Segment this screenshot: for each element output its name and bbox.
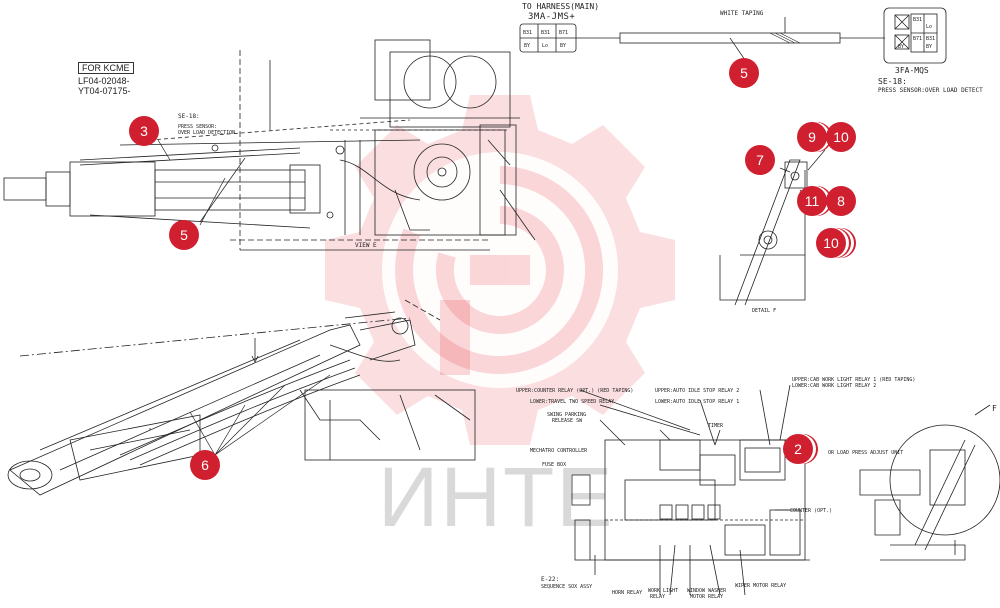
- callout-8: 8: [826, 186, 856, 216]
- lower-auto-idle-1-label: LOWER:AUTO IDLE STOP RELAY 1: [655, 399, 740, 405]
- conn-cell-5: Lo: [542, 43, 549, 49]
- mechatro-controller-label: MECHATRO CONTROLLER: [530, 448, 588, 454]
- side-view: [859, 404, 1000, 561]
- swing-parking-label: SWING PARKING: [547, 412, 587, 418]
- fuse-box-label: FUSE BOX: [542, 462, 567, 468]
- view-e-label: VIEW E: [355, 242, 377, 249]
- upper-cab-work-light-label: UPPER:CAB WORK LIGHT RELAY 1 (RED TAPING…: [792, 377, 916, 383]
- callout-5-harness: 5: [729, 58, 759, 88]
- to-harness-label: TO HARNESS(MAIN): [522, 2, 600, 11]
- boom-view: [7, 299, 476, 496]
- upper-counter-relay-label: UPPER:COUNTER RELAY (OPT.) (RED TAPING): [516, 388, 634, 394]
- conn-cell-1: B31: [523, 30, 533, 36]
- callout-3: 3: [129, 116, 159, 146]
- se18-code-left: SE-18:: [178, 113, 200, 120]
- conn-cell-6: BY: [560, 43, 567, 49]
- wiper-motor-relay-label: WIPER MOTOR RELAY: [735, 583, 787, 589]
- se18-desc-left-1: PRESS SENSOR:: [178, 124, 218, 130]
- callout-11: 11: [797, 186, 827, 216]
- white-taping-label: WHITE TAPING: [720, 10, 764, 17]
- e22-desc-label: SEQUENCE SOX ASSY: [541, 584, 593, 590]
- conn-cell-4: BY: [524, 43, 531, 49]
- boom-cylinder-view: [3, 39, 536, 251]
- serial-2: YT04-07175-: [78, 86, 131, 96]
- se18-code-right: SE-18:: [878, 77, 907, 86]
- callout-7: 7: [745, 145, 775, 175]
- sensor-cell-5: B31: [926, 36, 936, 42]
- detail-f-label: DETAIL F: [752, 308, 777, 314]
- lower-travel-relay-label: LOWER:TRAVEL TWO SPEED RELAY: [530, 399, 615, 405]
- sensor-connector-id: 3FA-MQS: [895, 66, 929, 75]
- harness-view: [519, 7, 947, 64]
- sensor-cell-1: B31: [913, 17, 923, 23]
- callout-9: 9: [797, 122, 827, 152]
- work-light-relay-label-2: RELAY: [650, 594, 666, 600]
- lower-cab-work-light-label: LOWER:CAB WORK LIGHT RELAY 2: [792, 383, 877, 389]
- callout-6: 6: [190, 450, 220, 480]
- kcme-serial-box: FOR KCME LF04-02048- YT04-07175-: [78, 62, 134, 96]
- side-detail-marker: F: [992, 404, 997, 413]
- callout-2: 2: [783, 434, 813, 464]
- window-washer-label-1: WINDOW WASHER: [687, 588, 727, 594]
- release-sw-label: RELEASE SW: [552, 418, 583, 424]
- load-press-adjust-label: OR LOAD PRESS ADJUST UNIT: [828, 450, 904, 456]
- kcme-label: FOR KCME: [78, 62, 134, 74]
- counter-label: COUNTER (OPT.): [790, 508, 833, 514]
- conn-cell-3: B71: [559, 30, 569, 36]
- timer-label: TIMER: [708, 423, 724, 429]
- callout-10-bottom: 10: [816, 228, 846, 258]
- sensor-cell-2: Lo: [926, 24, 933, 30]
- serial-1: LF04-02048-: [78, 76, 130, 86]
- e22-code-label: E-22:: [541, 576, 560, 583]
- horn-relay-label: HORN RELAY: [612, 590, 643, 596]
- callout-5-cylinder: 5: [169, 220, 199, 250]
- watermark-text: ИНТЕ: [378, 450, 615, 544]
- sensor-cell-6: BY: [926, 44, 933, 50]
- callout-leaders: [157, 37, 826, 456]
- se18-desc-right: PRESS SENSOR:OVER LOAD DETECT: [878, 87, 983, 94]
- detail-f-view: [719, 159, 811, 306]
- conn-cell-2: B31: [541, 30, 551, 36]
- harness-connector-id: 3MA-JMS+: [528, 12, 576, 22]
- sensor-cell-4: BY: [898, 44, 905, 50]
- relay-panel-view: [571, 384, 810, 596]
- sensor-cell-3: B71: [913, 36, 923, 42]
- callout-10-top: 10: [826, 122, 856, 152]
- work-light-relay-label-1: WORK LIGHT: [648, 588, 679, 594]
- se18-desc-left-2: OVER LOAD DETECTION: [178, 130, 236, 136]
- window-washer-label-2: MOTOR RELAY: [690, 594, 724, 600]
- upper-auto-idle-2-label: UPPER:AUTO IDLE STOP RELAY 2: [655, 388, 740, 394]
